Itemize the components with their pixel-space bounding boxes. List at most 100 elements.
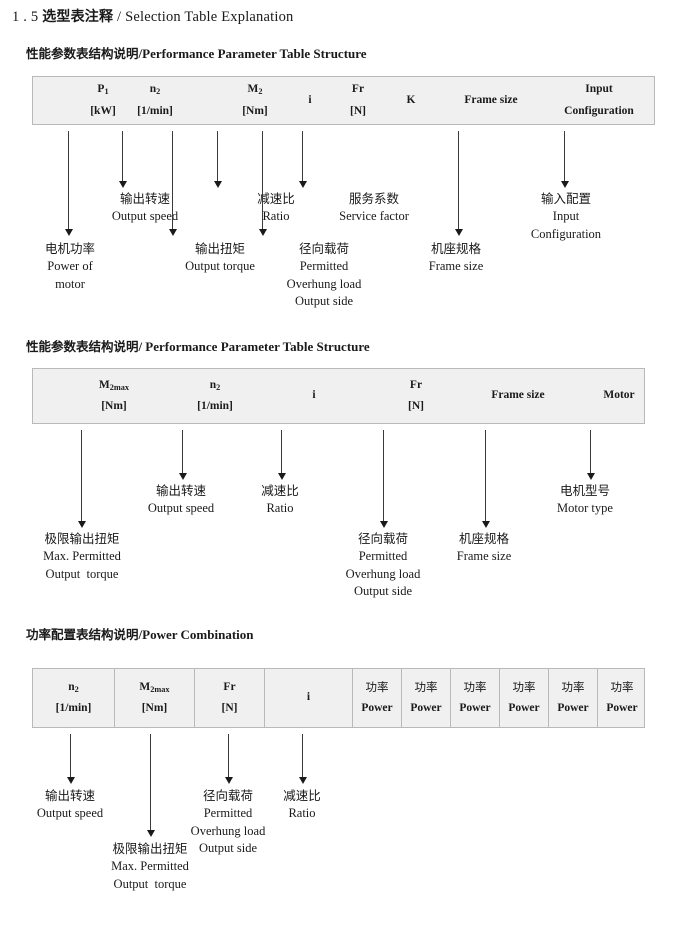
column-header-line1: n2 xyxy=(209,378,221,392)
section-heading-2: 性能参数表结构说明/ Performance Parameter Table S… xyxy=(26,336,370,355)
annotation-label-en: Max. Permitted xyxy=(43,548,121,563)
annotation-label-en: Output speed xyxy=(147,500,215,515)
column-header-line1: n2 xyxy=(68,680,79,694)
annotation-label-cn: 输出转速 xyxy=(119,191,170,206)
table-column-header: i xyxy=(254,369,374,423)
column-header-line1: Motor xyxy=(603,389,635,402)
column-header-line2: Power xyxy=(410,702,442,714)
column-header-line1: Frame size xyxy=(464,93,518,106)
annotation-label-en: Frame size xyxy=(456,548,512,563)
annotation-label-en: motor xyxy=(55,276,85,291)
annotation-label-en: Input xyxy=(552,208,580,223)
column-header-line2: [1/min] xyxy=(197,400,233,412)
annotation-label-en: Output torque xyxy=(45,566,119,581)
annotation-label-t2: 机座规格 Frame size xyxy=(457,530,512,566)
section-heading-2-cn: 性能参数表结构说明 xyxy=(26,339,139,354)
page-title-en: Selection Table Explanation xyxy=(125,9,294,25)
column-header-line1: 功率 xyxy=(463,679,487,694)
column-header-line1: Frame size xyxy=(491,389,545,402)
annotation-label-cn: 径向载荷 xyxy=(202,788,254,803)
annotation-label-en: Permitted xyxy=(203,805,253,820)
table-column-header: 功率 Power xyxy=(548,669,597,727)
annotation-label-en: Permitted xyxy=(358,548,408,563)
column-header-line1: i xyxy=(308,93,312,106)
pointer-arrow-icon xyxy=(77,430,86,528)
page-title-separator: / xyxy=(117,9,122,25)
pointer-arrow-icon xyxy=(64,131,73,236)
column-header-line2: [Nm] xyxy=(242,104,268,117)
section-heading-1-sep: / xyxy=(138,46,143,61)
section-heading-1-en: Performance Parameter Table Structure xyxy=(142,46,367,61)
column-header-line1: Fr xyxy=(223,680,236,693)
annotation-label-cn: 输出转速 xyxy=(44,788,95,803)
table-column-header: 功率 Power xyxy=(450,669,499,727)
annotation-label-cn: 电机型号 xyxy=(559,483,610,498)
column-header-line1: M2 xyxy=(247,83,263,97)
section-heading-3: 功率配置表结构说明/Power Combination xyxy=(26,624,254,643)
table-column-header: i xyxy=(264,669,352,727)
annotation-label-cn: 服务系数 xyxy=(348,191,400,206)
annotation-label-en: Configuration xyxy=(530,226,602,241)
pointer-arrow-icon xyxy=(258,131,267,236)
table-column-header: P1 [kW] xyxy=(43,77,163,124)
column-header-line1: 功率 xyxy=(561,679,585,694)
pointer-arrow-icon xyxy=(454,131,463,236)
pointer-arrow-icon xyxy=(379,430,388,528)
column-header-line1: i xyxy=(306,691,311,704)
column-header-line1: Input xyxy=(585,83,613,96)
annotation-label-cn: 减速比 xyxy=(257,191,295,206)
column-header-line2: Power xyxy=(557,702,589,714)
table-column-header: M2 [Nm] xyxy=(195,77,315,124)
annotation-label-t1: 服务系数 Service factor xyxy=(339,190,409,226)
table-column-header: Motor xyxy=(559,369,679,423)
table-column-header: Frame size xyxy=(458,369,578,423)
page-title-number: 1 . 5 xyxy=(12,9,39,25)
annotation-label-en: Output side xyxy=(354,584,412,599)
annotation-label-en: Ratio xyxy=(262,208,290,223)
annotation-label-cn: 极限输出扭矩 xyxy=(112,841,188,856)
annotation-label-en: Power of xyxy=(47,258,93,273)
column-header-line2: Power xyxy=(459,702,491,714)
section-heading-2-sep: / xyxy=(138,339,143,354)
column-header-line1: i xyxy=(312,389,316,402)
annotation-label-en: Service factor xyxy=(339,208,409,223)
column-header-line1: 功率 xyxy=(512,679,536,694)
annotation-label-en: Overhung load xyxy=(286,276,362,291)
column-header-line2: [kW] xyxy=(90,104,116,117)
annotation-label-cn: 机座规格 xyxy=(458,531,509,546)
table-column-header: K xyxy=(351,77,471,124)
column-header-line1: P1 xyxy=(97,83,109,97)
column-header-line2: [N] xyxy=(221,702,238,714)
annotation-label-en: Output torque xyxy=(185,258,255,273)
column-header-line2: Configuration xyxy=(564,104,634,117)
column-header-line1: M2max xyxy=(98,378,130,392)
annotation-label-en: Permitted xyxy=(299,258,349,273)
annotation-label-cn: 减速比 xyxy=(261,483,299,498)
section-heading-1: 性能参数表结构说明/Performance Parameter Table St… xyxy=(26,43,367,62)
section-heading-1-cn: 性能参数表结构说明 xyxy=(26,46,139,61)
pointer-arrow-icon xyxy=(118,131,127,188)
column-header-line1: M2max xyxy=(139,680,170,694)
table-column-header: n2[1/min] xyxy=(95,77,215,124)
column-header-line2: [N] xyxy=(350,104,366,117)
pointer-arrow-icon xyxy=(560,131,569,188)
table-column-header: Fr[N] xyxy=(298,77,418,124)
annotation-label-en: Output side xyxy=(295,294,353,309)
